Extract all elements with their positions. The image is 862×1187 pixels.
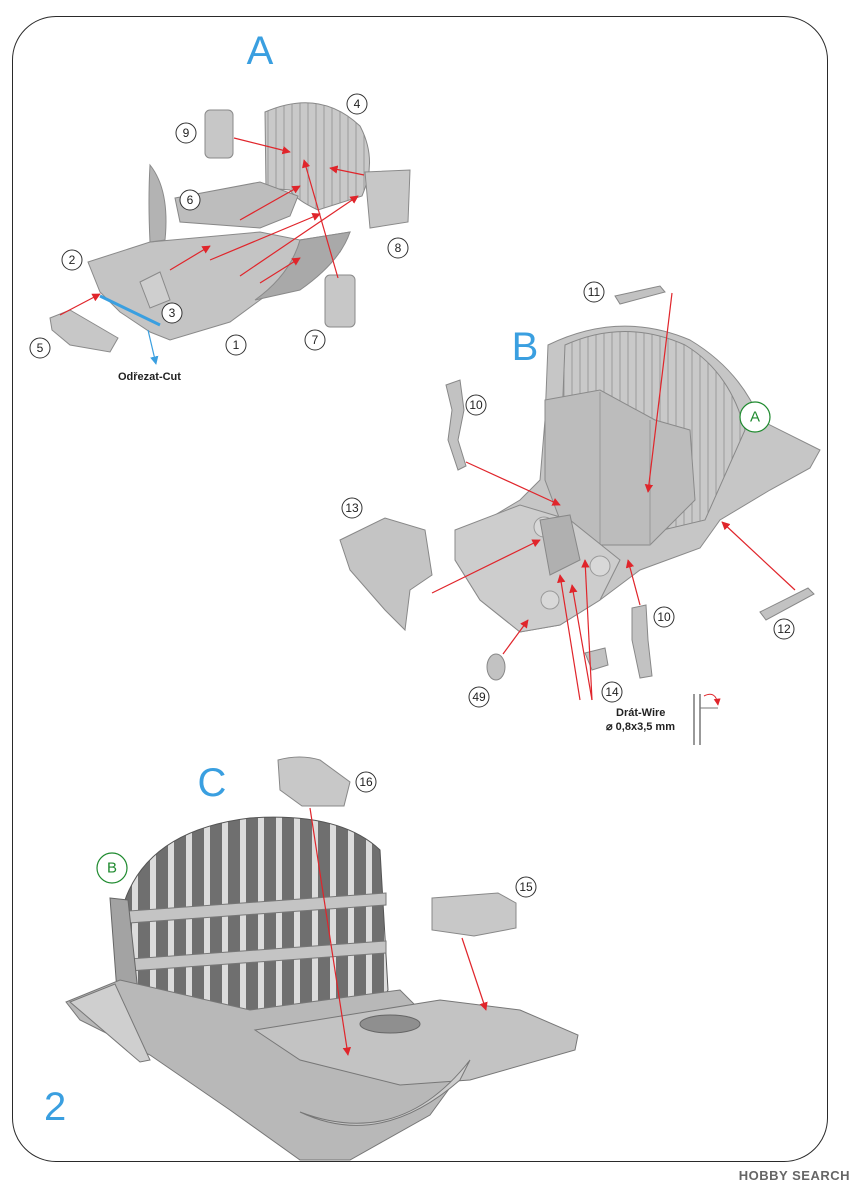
- svg-text:15: 15: [519, 880, 533, 894]
- watermark: HOBBY SEARCH: [738, 1168, 850, 1183]
- sub-reference-b: B: [96, 852, 128, 884]
- cockpit-c-rail: [69, 983, 151, 1063]
- part-49: [486, 653, 506, 681]
- cockpit-c-bulkhead: [124, 816, 389, 1021]
- svg-text:49: 49: [472, 690, 486, 704]
- part-3: [139, 271, 171, 309]
- cockpit-b-floor: [454, 504, 621, 633]
- seat-tray-part-6: [174, 181, 299, 229]
- part-callout-1: 1: [225, 334, 247, 356]
- svg-text:8: 8: [395, 241, 402, 255]
- part-10-upper: [445, 379, 467, 471]
- part-callout-15: 15: [515, 876, 537, 898]
- part-callout-4: 4: [346, 93, 368, 115]
- part-callout-9: 9: [175, 122, 197, 144]
- svg-text:14: 14: [605, 685, 619, 699]
- part-callout-10b: 10: [653, 606, 675, 628]
- svg-text:10: 10: [657, 610, 671, 624]
- part-callout-13: 13: [341, 497, 363, 519]
- part-15: [431, 892, 517, 937]
- cockpit-c-floor: [253, 999, 579, 1086]
- svg-text:11: 11: [588, 285, 601, 299]
- part-9: [204, 109, 234, 159]
- part-callout-11: 11: [583, 281, 605, 303]
- part-callout-12: 12: [773, 618, 795, 640]
- side-wall: [148, 163, 167, 243]
- svg-text:1: 1: [233, 338, 240, 352]
- part-14: [584, 647, 609, 671]
- part-callout-6: 6: [179, 189, 201, 211]
- part-13: [339, 517, 433, 632]
- floor-rim: [254, 231, 351, 301]
- svg-text:10: 10: [469, 398, 483, 412]
- section-b-arrows: [431, 292, 796, 701]
- part-5: [49, 309, 119, 353]
- section-a-arrows: [59, 137, 365, 316]
- wire-bend-detail: [693, 693, 721, 745]
- part-11: [614, 285, 666, 305]
- cut-pointer: [147, 329, 159, 365]
- section-c-label: C: [198, 761, 227, 805]
- section-a-label: A: [247, 29, 274, 73]
- part-callout-14: 14: [601, 681, 623, 703]
- part-callout-49: 49: [468, 686, 490, 708]
- part-callout-16: 16: [355, 771, 377, 793]
- control-column: [539, 514, 581, 576]
- part-10-lower: [631, 604, 653, 679]
- section-a: A: [29, 29, 411, 383]
- section-b-label: B: [512, 325, 539, 369]
- svg-text:7: 7: [312, 333, 319, 347]
- svg-text:9: 9: [183, 126, 190, 140]
- svg-text:13: 13: [345, 501, 359, 515]
- part-callout-3: 3: [161, 302, 183, 324]
- sub-reference-a: A: [739, 401, 771, 433]
- part-8: [364, 169, 411, 229]
- page-number: 2: [44, 1085, 66, 1129]
- wire-label: Drát-Wire: [616, 707, 665, 719]
- page-frame: [12, 16, 828, 1162]
- svg-text:4: 4: [354, 97, 361, 111]
- section-b: B: [339, 281, 821, 745]
- part-callout-2: 2: [61, 249, 83, 271]
- part-callout-5: 5: [29, 337, 51, 359]
- part-callout-7: 7: [304, 329, 326, 351]
- svg-text:16: 16: [359, 775, 373, 789]
- cut-label: Odřezat-Cut: [118, 371, 181, 383]
- wire-size: ⌀ 0,8x3,5 mm: [606, 721, 675, 733]
- part-7: [324, 274, 356, 328]
- cut-line: [99, 294, 161, 327]
- svg-text:B: B: [107, 860, 117, 877]
- svg-text:12: 12: [777, 622, 791, 636]
- svg-text:A: A: [750, 409, 760, 426]
- part-callout-8: 8: [387, 237, 409, 259]
- svg-text:2: 2: [69, 253, 76, 267]
- part-16: [277, 756, 351, 807]
- part-12: [759, 587, 815, 621]
- section-c: C B 15 1: [65, 756, 579, 1161]
- svg-text:6: 6: [187, 193, 194, 207]
- svg-text:3: 3: [169, 306, 176, 320]
- part-callout-10a: 10: [465, 394, 487, 416]
- svg-text:5: 5: [37, 341, 44, 355]
- section-c-arrows: [309, 807, 488, 1056]
